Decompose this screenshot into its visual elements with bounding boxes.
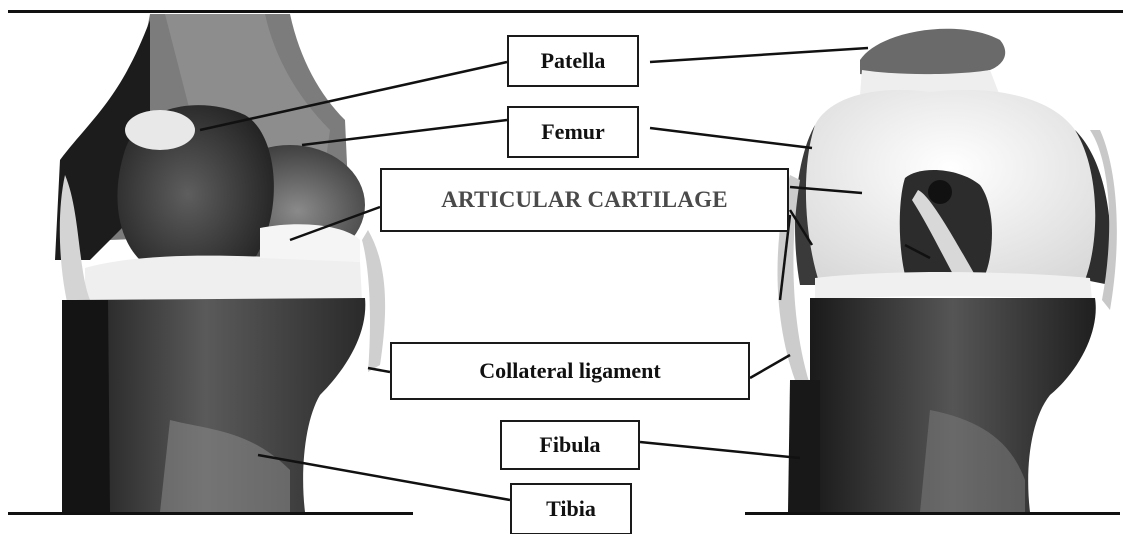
right-knee-illustration — [745, 29, 1120, 515]
label-collateral-ligament-text: Collateral ligament — [479, 358, 660, 384]
left-fibula — [62, 300, 110, 512]
label-fibula: Fibula — [500, 420, 640, 470]
right-patella — [860, 29, 1005, 78]
label-articular-cartilage-text: ARTICULAR CARTILAGE — [441, 187, 728, 213]
label-patella: Patella — [507, 35, 639, 87]
right-meniscus — [815, 272, 1092, 300]
label-tibia: Tibia — [510, 483, 632, 534]
leader-fibula-right — [640, 442, 800, 458]
left-cartilage — [85, 256, 362, 306]
label-collateral-ligament: Collateral ligament — [390, 342, 750, 400]
leader-femur-right — [650, 128, 812, 148]
leader-patella-right — [650, 48, 868, 62]
label-articular-cartilage: ARTICULAR CARTILAGE — [380, 168, 789, 232]
label-patella-text: Patella — [541, 48, 606, 74]
leader-collateral-right — [750, 355, 790, 378]
label-femur: Femur — [507, 106, 639, 158]
right-fibula — [788, 380, 820, 512]
label-fibula-text: Fibula — [539, 432, 600, 458]
left-medial-ligament — [362, 230, 385, 372]
top-border — [8, 10, 1123, 13]
label-femur-text: Femur — [541, 119, 605, 145]
left-knee-illustration — [8, 14, 413, 515]
label-tibia-text: Tibia — [546, 496, 596, 522]
